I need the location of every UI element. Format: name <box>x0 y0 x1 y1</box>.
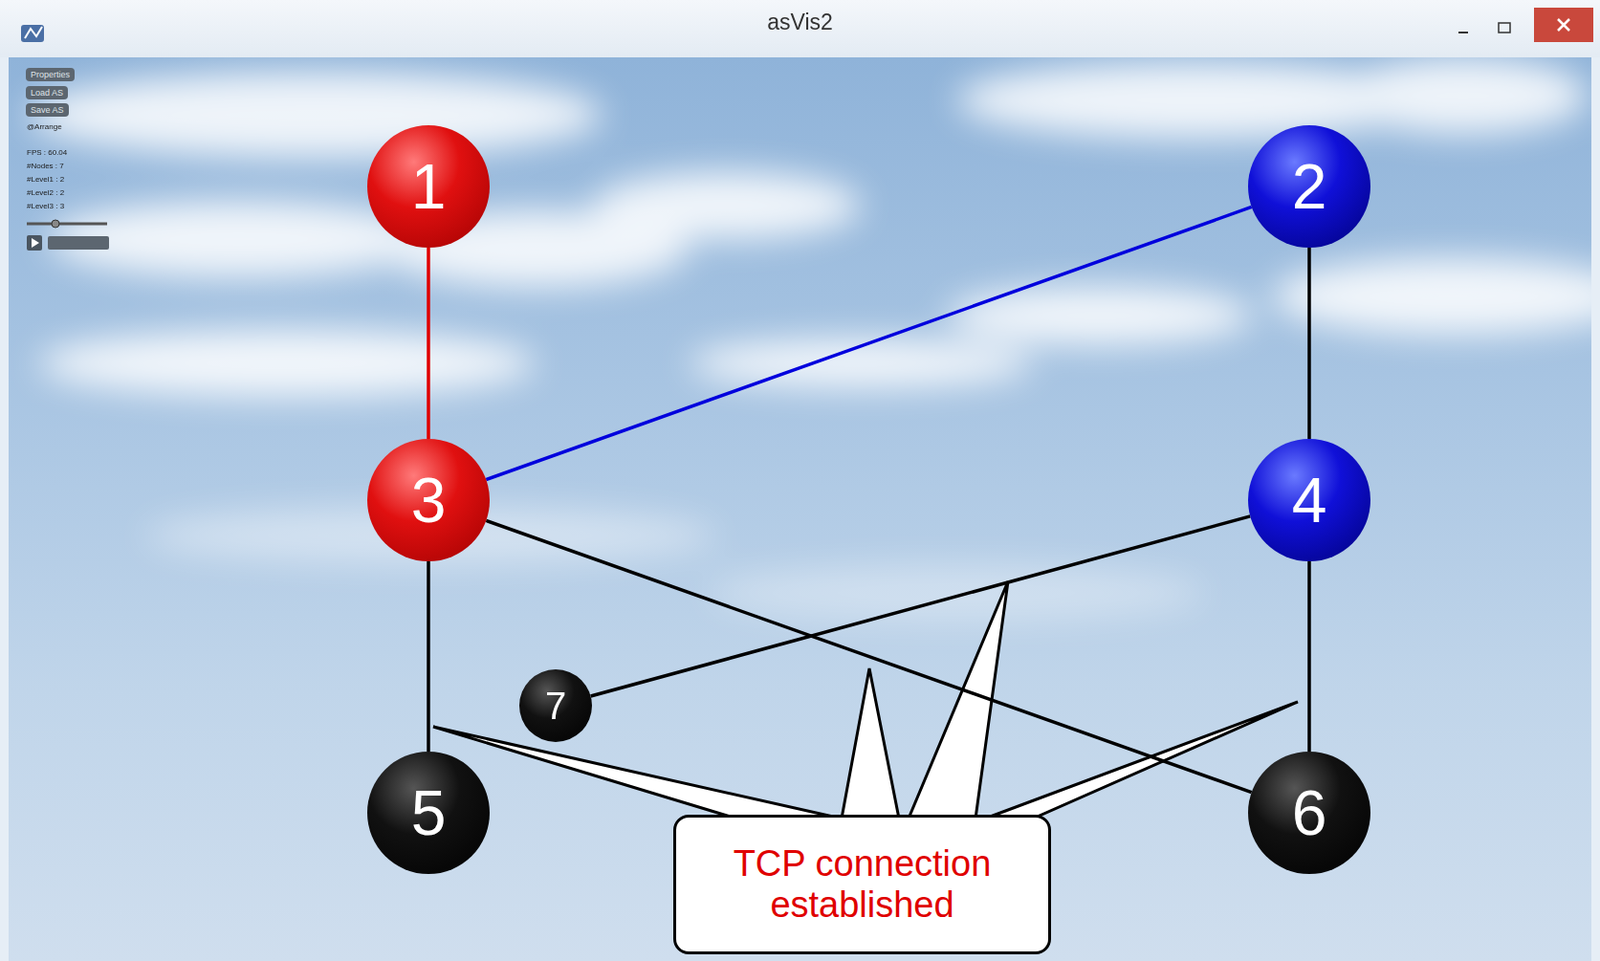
window-title: asVis2 <box>0 0 1600 58</box>
button-label: Save AS <box>30 105 65 115</box>
menu-button: Properties <box>25 67 75 82</box>
link-line <box>485 520 1251 792</box>
ui-controls <box>26 219 110 251</box>
status-text: #Level2 : 2 <box>26 188 65 198</box>
graph-node: 3 <box>367 438 490 562</box>
graph-node: 1 <box>367 125 490 248</box>
app-logo <box>21 24 44 43</box>
node-number: 6 <box>1292 776 1328 850</box>
button-label: Load AS <box>30 87 64 98</box>
status-text: #Level1 : 2 <box>26 175 65 184</box>
node-number: 4 <box>1292 463 1328 537</box>
link-line <box>591 516 1251 697</box>
status-text: FPS : 60.04 <box>26 148 67 157</box>
link-line <box>426 561 431 752</box>
node-number: 3 <box>411 463 447 537</box>
title-text: asVis2 <box>767 9 833 35</box>
clouds <box>28 57 1592 622</box>
graph-node: 7 <box>519 669 592 743</box>
link-line <box>1307 247 1312 439</box>
callout-text: TCP connection established <box>691 843 1033 926</box>
button-label: Properties <box>30 69 70 80</box>
status-text: @Arrange <box>26 122 63 132</box>
callout-pointers <box>433 581 1298 819</box>
node-number: 1 <box>411 150 447 223</box>
link-line <box>426 247 431 439</box>
graph-node: 4 <box>1248 438 1371 562</box>
window-controls <box>1458 7 1594 43</box>
graph-node: 5 <box>367 751 490 875</box>
link-line <box>485 206 1251 480</box>
node-number: 5 <box>411 776 447 850</box>
link-line <box>1307 561 1312 752</box>
graph-node: 2 <box>1248 125 1371 248</box>
node-number: 2 <box>1292 150 1328 223</box>
menu-button: Save AS <box>25 103 69 117</box>
node-number: 7 <box>545 684 567 728</box>
status-text: #Nodes : 7 <box>26 161 65 171</box>
menu-button: Load AS <box>25 86 68 100</box>
graph-node: 6 <box>1248 751 1371 875</box>
callout-box: TCP connection established <box>673 814 1052 955</box>
status-text: #Level3 : 3 <box>26 201 65 211</box>
